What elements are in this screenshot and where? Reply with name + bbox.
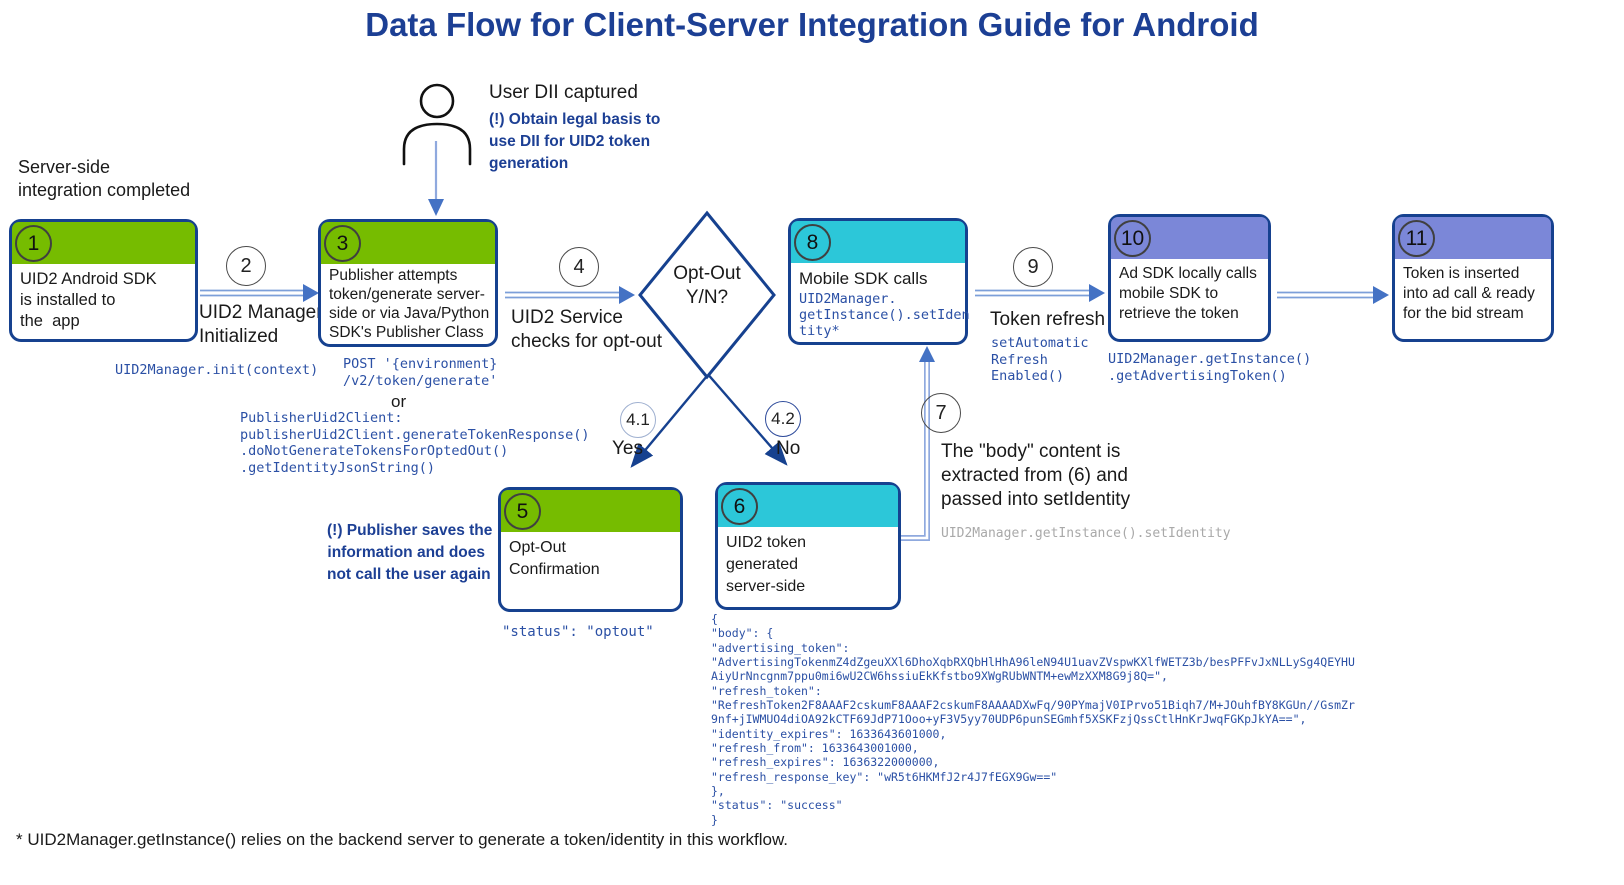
step3-number: 3 <box>324 225 361 262</box>
step2-code: UID2Manager.init(context) <box>115 362 319 378</box>
box8-text: Mobile SDK calls <box>799 269 928 288</box>
user-dii-label: User DII captured <box>489 82 638 103</box>
step11-number: 11 <box>1398 220 1435 257</box>
step-box-11: 11 Token is inserted into ad call & read… <box>1392 214 1554 342</box>
step-box-3: 3 Publisher attempts token/generate serv… <box>318 219 498 347</box>
server-side-note: Server-side integration completed <box>18 157 191 200</box>
box6-text: UID2 token generated server-side <box>726 534 807 595</box>
optout-status-code: "status": "optout" <box>502 624 654 640</box>
step7-number: 7 <box>921 393 961 433</box>
arrow-user-to-step3 <box>428 141 444 216</box>
step3-or-label: or <box>391 392 407 411</box>
step1-number: 1 <box>15 225 52 262</box>
step-box-10: 10 Ad SDK locally calls mobile SDK to re… <box>1108 214 1271 342</box>
box8-code: UID2Manager. getInstance().setIden tity* <box>799 291 970 339</box>
arrow-step8-to-step10 <box>975 284 1105 302</box>
step2-label: UID2 Manager Initialized <box>199 302 323 347</box>
box3-text: Publisher attempts token/generate server… <box>329 267 490 341</box>
box11-text: Token is inserted into ad call & ready f… <box>1403 265 1535 322</box>
step7-code: UID2Manager.getInstance().setIdentity <box>941 526 1231 541</box>
step42-label: No <box>776 438 801 459</box>
step5-number: 5 <box>504 493 541 530</box>
arrow-step10-to-step11 <box>1277 286 1389 304</box>
footnote: * UID2Manager.getInstance() relies on th… <box>16 830 789 849</box>
step-box-1: 1 UID2 Android SDK is installed to the a… <box>9 219 198 342</box>
step3-post-code: POST '{environment} /v2/token/generate' <box>343 356 498 389</box>
step9-label: Token refresh <box>990 309 1106 330</box>
arrow-step1-to-step3 <box>200 284 319 302</box>
step9-number: 9 <box>1013 247 1053 287</box>
step9-code: setAutomatic Refresh Enabled() <box>991 335 1089 384</box>
arrow-decision-no <box>651 309 788 466</box>
step10-number: 10 <box>1114 220 1151 257</box>
decision-text: Opt-Out Y/N? <box>673 263 741 308</box>
step7-label: The "body" content is extracted from (6)… <box>941 441 1131 510</box>
step4-label: UID2 Service checks for opt-out <box>511 307 663 352</box>
step8-number: 8 <box>794 224 831 261</box>
step4-number: 4 <box>559 247 599 287</box>
user-person-icon <box>402 83 472 166</box>
page-title: Data Flow for Client-Server Integration … <box>365 6 1259 43</box>
box1-text: UID2 Android SDK is installed to the app <box>20 270 157 330</box>
publisher-save-note: (!) Publisher saves the information and … <box>327 522 493 583</box>
box5-text: Opt-Out Confirmation <box>509 539 600 578</box>
step41-label: Yes <box>612 438 643 459</box>
step3-sdk-code: PublisherUid2Client: publisherUid2Client… <box>240 410 590 476</box>
step-box-8: 8 Mobile SDK calls UID2Manager. getInsta… <box>788 218 970 345</box>
step6-number: 6 <box>721 488 758 525</box>
step41-number: 4.1 <box>620 402 656 438</box>
step2-number: 2 <box>226 246 266 286</box>
arrow-step3-to-decision <box>505 286 635 304</box>
step-box-5: 5 Opt-Out Confirmation <box>498 487 683 612</box>
user-dii-legal-note: (!) Obtain legal basis to use DII for UI… <box>489 111 661 172</box>
arrow-step6-to-step8 <box>901 346 935 541</box>
box10-text: Ad SDK locally calls mobile SDK to retri… <box>1119 265 1257 322</box>
step-box-6: 6 UID2 token generated server-side <box>715 482 901 610</box>
step10-code: UID2Manager.getInstance() .getAdvertisin… <box>1108 351 1312 384</box>
token-json-response: { "body": { "advertising_token": "Advert… <box>711 612 1355 827</box>
step42-number: 4.2 <box>765 401 801 437</box>
